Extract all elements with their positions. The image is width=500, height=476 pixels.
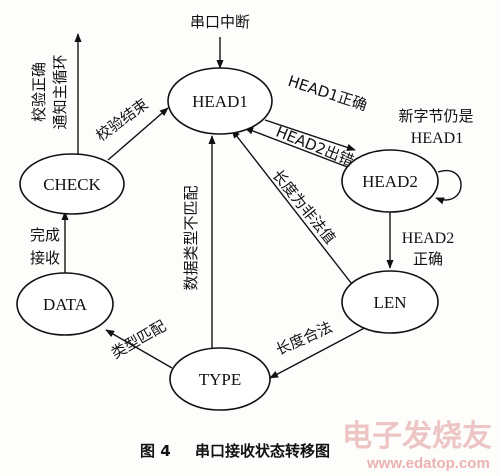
caption-title: 串口接收状态转移图 [195, 442, 330, 460]
label-head1-ok: HEAD1正确 [286, 72, 370, 114]
label-recv-done-line1: 完成 [30, 226, 60, 244]
label-new-byte-line2: HEAD1 [411, 130, 463, 147]
label-recv-done-line2: 接收 [30, 249, 60, 267]
state-len-label: LEN [373, 293, 406, 312]
label-head2-ok-line2: 正确 [413, 250, 443, 268]
edge-head1-to-head2 [264, 119, 356, 151]
label-type-match: 类型匹配 [108, 317, 169, 363]
state-check: CHECK [19, 153, 125, 215]
label-interrupt: 串口中断 [190, 13, 250, 31]
state-data-label: DATA [43, 295, 88, 314]
state-type: TYPE [169, 347, 271, 411]
edge-head2-to-head1 [244, 127, 351, 169]
watermark-url: www.edatop.com [366, 455, 490, 472]
caption-figure-no: 图 4 [140, 442, 171, 460]
state-check-label: CHECK [43, 175, 101, 194]
state-len: LEN [341, 270, 439, 334]
label-type-mismatch: 数据类型不匹配 [182, 185, 200, 290]
label-len-illegal: 长度为非法值 [269, 166, 340, 247]
watermark-logo-cn: 电子发烧友 [342, 419, 492, 454]
edge-len-to-type [269, 323, 373, 379]
edge-len-to-head1 [231, 129, 356, 289]
state-type-label: TYPE [199, 370, 242, 389]
state-head1-label: HEAD1 [192, 92, 248, 111]
edge-head2-self-loop [435, 169, 462, 205]
state-head2-label: HEAD2 [362, 172, 418, 191]
label-check-ok-line1: 校验正确 [30, 62, 48, 122]
state-data: DATA [16, 272, 114, 336]
label-head2-ok-line1: HEAD2 [402, 230, 454, 247]
label-new-byte-line1: 新字节仍是 [398, 107, 473, 125]
label-check-ok-line2: 通知主循环 [51, 54, 69, 129]
state-head1: HEAD1 [167, 67, 273, 135]
label-len-legal: 长度合法 [273, 318, 335, 359]
edge-type-to-data [105, 329, 173, 369]
state-head2: HEAD2 [341, 149, 439, 213]
edge-check-to-head1 [107, 107, 169, 161]
label-check-done: 校验结束 [92, 95, 151, 145]
